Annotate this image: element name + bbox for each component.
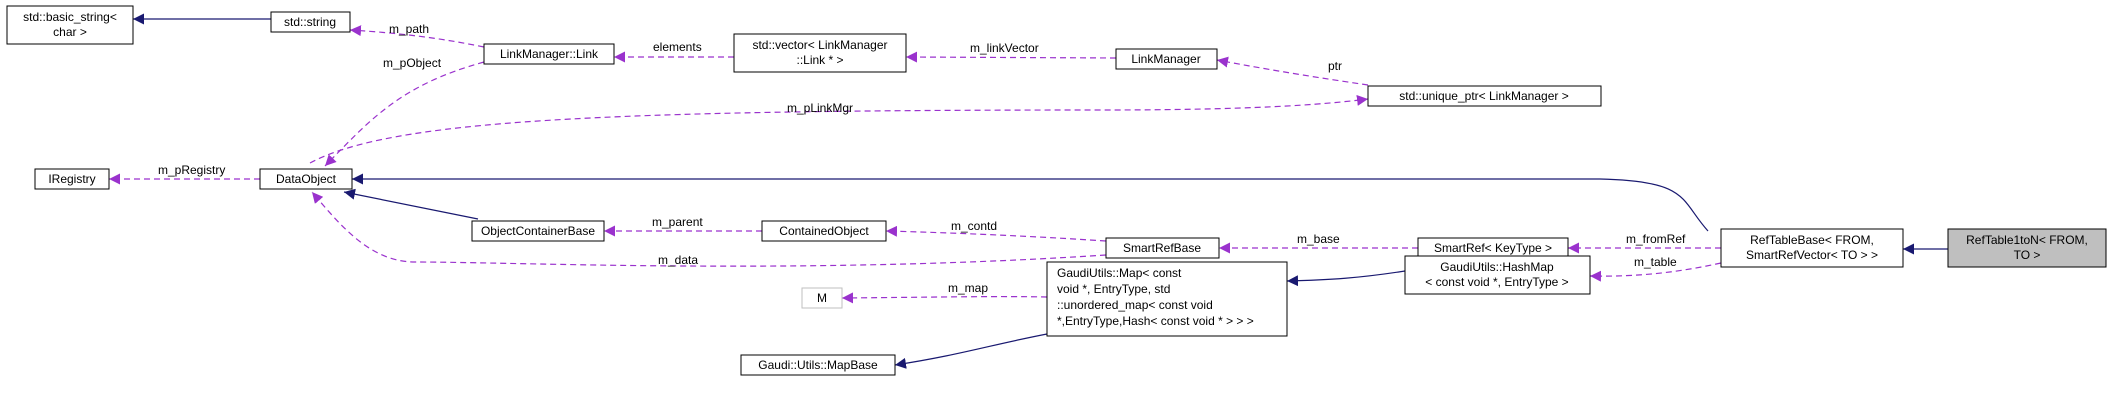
node-link[interactable]: LinkManager::Link xyxy=(483,43,615,65)
edge-object-container-base-to-data-object xyxy=(343,188,479,220)
svg-text:SmartRefVector< TO > >: SmartRefVector< TO > > xyxy=(1746,248,1878,262)
edge-label-m-base: m_base xyxy=(1297,232,1340,246)
node-map[interactable]: GaudiUtils::Map< const void *, EntryType… xyxy=(1046,261,1288,337)
edge-label-m-path: m_path xyxy=(389,22,429,36)
svg-text:RefTableBase< FROM,: RefTableBase< FROM, xyxy=(1750,233,1874,247)
edge-link-manager-to-vector xyxy=(905,51,1117,63)
edge-data-object-to-unique-ptr xyxy=(309,94,1369,164)
node-ref-table-1toN[interactable]: RefTable1toN< FROM, TO > xyxy=(1947,228,2107,268)
svg-text:GaudiUtils::Map< const: GaudiUtils::Map< const xyxy=(1057,266,1182,280)
node-ref-table-base[interactable]: RefTableBase< FROM, SmartRefVector< TO >… xyxy=(1720,228,1904,268)
edge-ref-table-base-to-data-object xyxy=(352,173,1709,232)
edge-label-m-data: m_data xyxy=(658,253,698,267)
node-smart-ref[interactable]: SmartRef< KeyType > xyxy=(1417,237,1569,259)
svg-text:M: M xyxy=(817,291,827,305)
edge-label-ptr: ptr xyxy=(1328,59,1342,73)
svg-text:std::vector< LinkManager: std::vector< LinkManager xyxy=(752,38,887,52)
edge-label-m-plinkmgr: m_pLinkMgr xyxy=(787,101,853,115)
node-m[interactable]: M xyxy=(801,287,843,309)
svg-text:SmartRef< KeyType >: SmartRef< KeyType > xyxy=(1434,241,1552,255)
svg-text:std::string: std::string xyxy=(284,15,336,29)
edge-label-m-pregistry: m_pRegistry xyxy=(158,163,225,177)
edge-hash-map-to-map xyxy=(1286,270,1406,287)
edge-label-m-map: m_map xyxy=(948,281,988,295)
node-contained-object[interactable]: ContainedObject xyxy=(761,220,887,242)
edge-label-m-linkvector: m_linkVector xyxy=(970,41,1039,55)
edge-label-m-contd: m_contd xyxy=(951,219,997,233)
node-vector-link[interactable]: std::vector< LinkManager ::Link * > xyxy=(733,33,907,73)
node-iregistry[interactable]: IRegistry xyxy=(34,168,110,190)
edge-map-to-m xyxy=(841,292,1048,304)
svg-text:ObjectContainerBase: ObjectContainerBase xyxy=(481,224,595,238)
svg-text:LinkManager: LinkManager xyxy=(1131,52,1200,66)
svg-text:TO >: TO > xyxy=(2014,248,2041,262)
edge-label-elements: elements xyxy=(653,40,702,54)
svg-text:< const void *, EntryType >: < const void *, EntryType > xyxy=(1425,275,1568,289)
svg-text:void *, EntryType, std: void *, EntryType, std xyxy=(1057,282,1170,296)
edge-map-to-map-base xyxy=(894,333,1048,369)
svg-text:RefTable1toN< FROM,: RefTable1toN< FROM, xyxy=(1966,233,2088,247)
edge-ref-table-base-to-hash-map xyxy=(1589,262,1722,282)
node-std-string[interactable]: std::string xyxy=(270,11,351,33)
svg-text:char >: char > xyxy=(53,25,87,39)
svg-text:LinkManager::Link: LinkManager::Link xyxy=(500,47,599,61)
edge-link-to-data-object xyxy=(324,61,485,167)
edge-label-m-parent: m_parent xyxy=(652,215,703,229)
svg-text:::Link * >: ::Link * > xyxy=(796,53,843,67)
svg-text:SmartRefBase: SmartRefBase xyxy=(1123,241,1201,255)
edge-unique-ptr-to-link-manager xyxy=(1216,56,1369,86)
node-link-manager[interactable]: LinkManager xyxy=(1115,48,1218,70)
svg-text:*,EntryType,Hash< const void *: *,EntryType,Hash< const void * > > > xyxy=(1057,314,1254,328)
svg-text:::unordered_map< const void: ::unordered_map< const void xyxy=(1057,298,1213,312)
svg-text:DataObject: DataObject xyxy=(276,172,337,186)
svg-text:IRegistry: IRegistry xyxy=(48,172,95,186)
edge-link-to-std-string xyxy=(349,25,485,48)
edge-smart-ref-base-to-data-object xyxy=(311,191,1107,267)
edge-label-m-fromref: m_fromRef xyxy=(1626,232,1686,246)
svg-text:GaudiUtils::HashMap: GaudiUtils::HashMap xyxy=(1440,260,1554,274)
svg-text:std::unique_ptr< LinkManager >: std::unique_ptr< LinkManager > xyxy=(1399,89,1568,103)
node-map-base[interactable]: Gaudi::Utils::MapBase xyxy=(740,354,896,376)
svg-text:ContainedObject: ContainedObject xyxy=(779,224,869,238)
node-basic-string[interactable]: std::basic_string< char > xyxy=(6,5,134,45)
edge-label-m-table: m_table xyxy=(1634,255,1677,269)
edge-smart-ref-base-to-contained-object xyxy=(885,225,1107,242)
node-smart-ref-base[interactable]: SmartRefBase xyxy=(1105,237,1220,259)
node-object-container-base[interactable]: ObjectContainerBase xyxy=(471,220,605,242)
node-unique-ptr[interactable]: std::unique_ptr< LinkManager > xyxy=(1367,85,1602,107)
svg-text:std::basic_string<: std::basic_string< xyxy=(23,10,117,24)
node-hash-map[interactable]: GaudiUtils::HashMap < const void *, Entr… xyxy=(1404,255,1591,295)
edge-label-m-pobject: m_pObject xyxy=(383,56,442,70)
node-data-object[interactable]: DataObject xyxy=(259,168,353,190)
svg-text:Gaudi::Utils::MapBase: Gaudi::Utils::MapBase xyxy=(758,358,878,372)
